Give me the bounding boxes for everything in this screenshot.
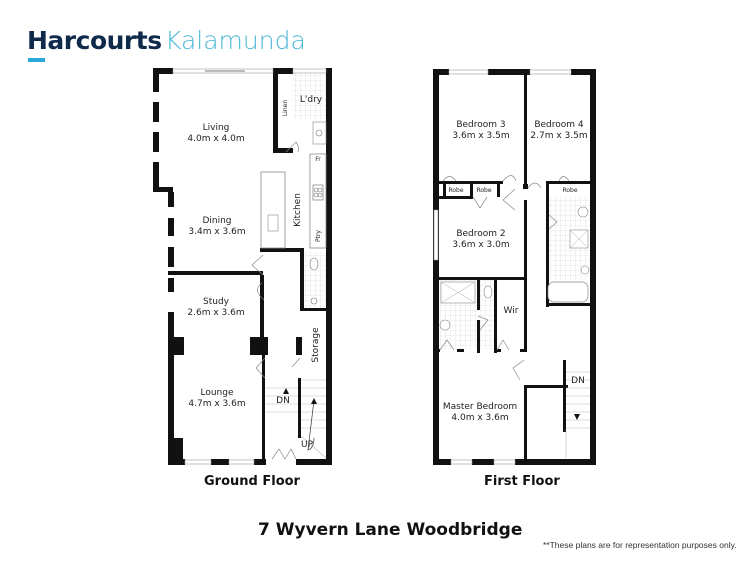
svg-text:3.6m x 3.0m: 3.6m x 3.0m bbox=[452, 240, 509, 250]
svg-text:2.7m x 3.5m: 2.7m x 3.5m bbox=[530, 131, 587, 141]
svg-text:Master Bedroom: Master Bedroom bbox=[443, 402, 517, 412]
disclaimer-note: **These plans are for representation pur… bbox=[543, 540, 737, 550]
svg-text:3.4m x 3.6m: 3.4m x 3.6m bbox=[188, 227, 245, 237]
room-kitchen: Kitchen bbox=[293, 193, 303, 227]
logo-office-text: Kalamunda bbox=[165, 26, 306, 55]
room-laundry: L'dry bbox=[300, 95, 323, 105]
room-lounge: Lounge 4.7m x 3.6m bbox=[188, 388, 245, 409]
room-bedroom-4: Bedroom 4 2.7m x 3.5m bbox=[530, 120, 587, 141]
logo-brand-text: Harcourts bbox=[27, 26, 162, 55]
svg-text:4.0m x 4.0m: 4.0m x 4.0m bbox=[187, 134, 244, 144]
room-master-bedroom: Master Bedroom 4.0m x 3.6m bbox=[443, 402, 517, 423]
svg-text:Living: Living bbox=[203, 123, 230, 133]
room-robe-3: Robe bbox=[562, 187, 577, 194]
svg-text:Lounge: Lounge bbox=[200, 388, 233, 398]
stairs-down-label-first: DN bbox=[571, 376, 585, 386]
svg-text:Study: Study bbox=[203, 297, 230, 307]
svg-text:Dining: Dining bbox=[202, 216, 231, 226]
svg-text:2.6m x 3.6m: 2.6m x 3.6m bbox=[187, 308, 244, 318]
property-address: 7 Wyvern Lane Woodbridge bbox=[258, 520, 523, 540]
stairs-up-label: UP bbox=[301, 440, 314, 450]
room-bedroom-3: Bedroom 3 3.6m x 3.5m bbox=[452, 120, 509, 141]
room-storage: Storage bbox=[311, 327, 321, 363]
ground-floor-label: Ground Floor bbox=[204, 474, 300, 489]
room-pantry: Ptry bbox=[315, 230, 322, 242]
room-wir: Wir bbox=[504, 306, 519, 316]
svg-text:Bedroom 3: Bedroom 3 bbox=[456, 120, 505, 130]
svg-text:4.0m x 3.6m: 4.0m x 3.6m bbox=[451, 413, 508, 423]
svg-text:Bedroom 2: Bedroom 2 bbox=[456, 229, 505, 239]
room-living: Living 4.0m x 4.0m bbox=[187, 123, 244, 144]
ground-floor-plan: Living 4.0m x 4.0m Dining 3.4m x 3.6m Ki… bbox=[153, 68, 332, 465]
first-floor-plan: Bedroom 3 3.6m x 3.5m Bedroom 4 2.7m x 3… bbox=[433, 69, 596, 465]
room-bedroom-2: Bedroom 2 3.6m x 3.0m bbox=[452, 229, 509, 250]
logo-underline-accent bbox=[28, 58, 45, 62]
svg-text:3.6m x 3.5m: 3.6m x 3.5m bbox=[452, 131, 509, 141]
svg-text:Bedroom 4: Bedroom 4 bbox=[534, 120, 584, 130]
room-dining: Dining 3.4m x 3.6m bbox=[188, 216, 245, 237]
stairs-down-label: DN bbox=[276, 396, 290, 406]
first-floor-label: First Floor bbox=[484, 474, 560, 489]
room-robe-2: Robe bbox=[476, 187, 491, 194]
room-study: Study 2.6m x 3.6m bbox=[187, 297, 244, 318]
svg-text:4.7m x 3.6m: 4.7m x 3.6m bbox=[188, 399, 245, 409]
room-linen: Linen bbox=[282, 100, 289, 117]
room-robe-1: Robe bbox=[448, 187, 463, 194]
room-fridge: Fr bbox=[315, 156, 321, 163]
